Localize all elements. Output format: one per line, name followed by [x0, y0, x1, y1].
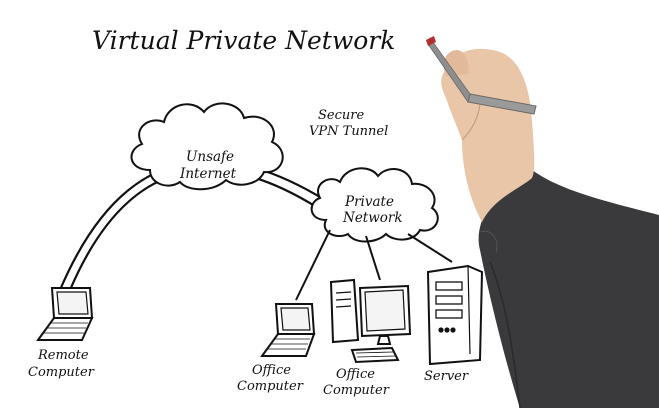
- office2-label-line2: Computer: [323, 383, 390, 398]
- remote-label-line2: Computer: [28, 365, 95, 380]
- network-links: [295, 229, 453, 301]
- server-label: Server: [424, 369, 469, 384]
- office2-label-line1: Office: [336, 367, 375, 382]
- office1-label-line2: Computer: [237, 379, 304, 394]
- link-server: [407, 233, 453, 263]
- diagram-title: Virtual Private Network: [92, 26, 395, 55]
- link-office2: [365, 235, 381, 281]
- sleeve: [478, 170, 659, 408]
- desktop-tower: [329, 278, 360, 344]
- server-icon: [426, 264, 484, 366]
- remote-laptop-icon: [36, 287, 94, 341]
- private-network-label-line1: Private: [344, 194, 394, 210]
- remote-label-line1: Remote: [37, 348, 89, 363]
- office-laptop-icon: [260, 303, 316, 357]
- marker-tip: [426, 36, 436, 46]
- internet-label-line1: Unsafe: [186, 149, 234, 165]
- hand-with-marker: [426, 36, 659, 408]
- tunnel-label-line1: Secure: [318, 108, 364, 123]
- office1-label-line1: Office: [252, 363, 291, 378]
- internet-label-line2: Internet: [179, 166, 237, 182]
- desktop-computer-icon: [329, 278, 412, 364]
- desktop-keyboard: [350, 346, 400, 364]
- link-office1: [295, 229, 331, 301]
- private-network-label-line2: Network: [342, 210, 403, 226]
- private-network-cloud-icon: [310, 167, 439, 243]
- tunnel-label-line2: VPN Tunnel: [309, 124, 388, 139]
- internet-cloud-icon: [130, 102, 284, 191]
